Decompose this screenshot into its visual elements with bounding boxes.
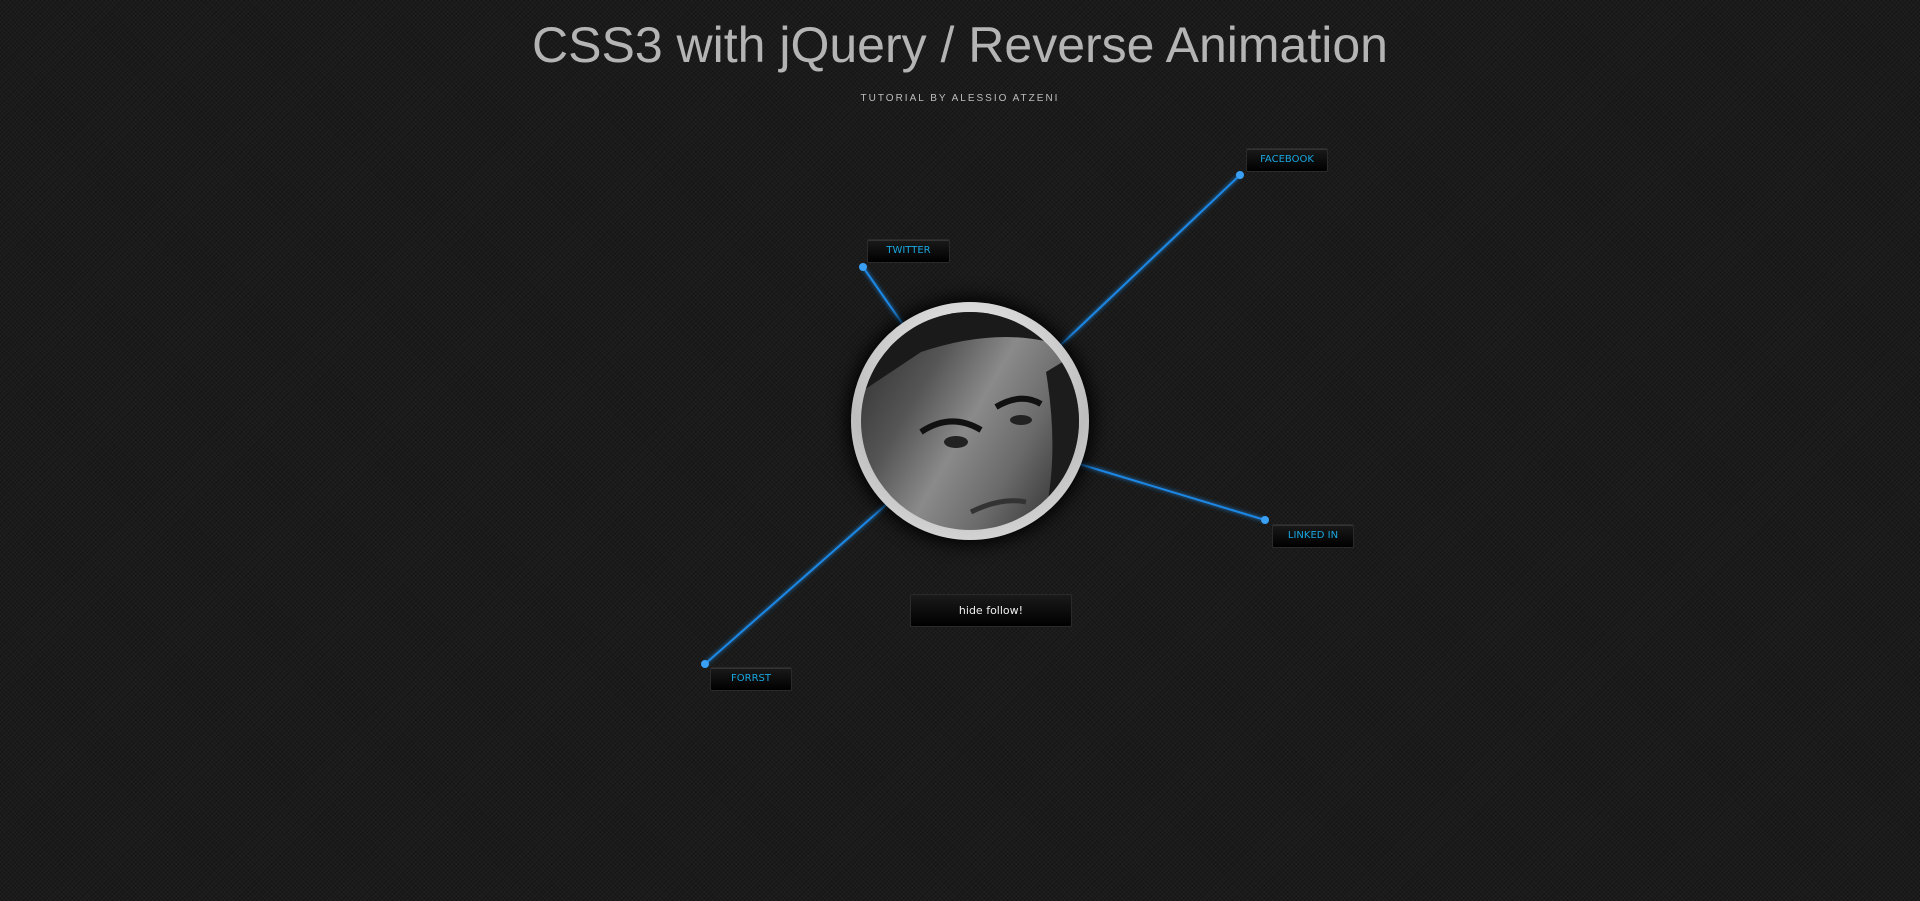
- linkedin-link[interactable]: LINKED IN: [1272, 524, 1354, 548]
- forrst-dot: [701, 660, 709, 668]
- hide-follow-button[interactable]: hide follow!: [910, 594, 1072, 627]
- forrst-link[interactable]: FORRST: [710, 667, 792, 691]
- page-title: CSS3 with jQuery / Reverse Animation: [532, 17, 1388, 73]
- twitter-dot: [859, 263, 867, 271]
- facebook-link[interactable]: FACEBOOK: [1246, 148, 1328, 172]
- twitter-link[interactable]: TWITTER: [867, 239, 950, 263]
- avatar: [851, 302, 1089, 540]
- profile-photo: [861, 312, 1079, 530]
- page-subtitle: TUTORIAL BY ALESSIO ATZENI: [860, 93, 1060, 104]
- linkedin-dot: [1261, 516, 1269, 524]
- facebook-dot: [1236, 171, 1244, 179]
